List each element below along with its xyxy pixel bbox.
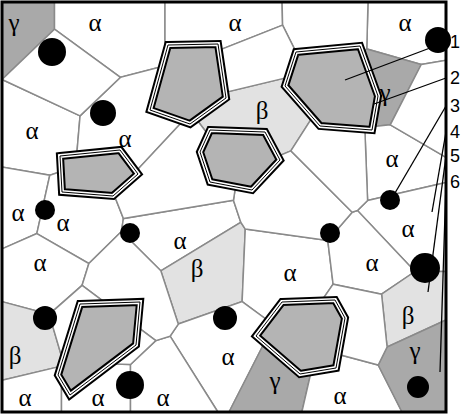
particle [285, 46, 378, 130]
phase-label: α [18, 385, 31, 410]
inclusion [320, 223, 340, 243]
callout-number: 6 [450, 173, 460, 191]
particle [150, 44, 226, 124]
leader-line [374, 78, 446, 104]
inclusion [213, 306, 237, 330]
grain [390, 60, 446, 157]
phase-label: α [333, 383, 346, 408]
phase-label: α [401, 216, 414, 241]
inclusion [407, 376, 429, 398]
callout-number: 1 [450, 33, 460, 51]
inclusion [38, 38, 66, 66]
leader-line [395, 106, 446, 193]
phase-label: α [118, 126, 131, 151]
callout-number: 2 [450, 69, 460, 87]
phase-label: β [402, 303, 415, 328]
phase-label: γ [409, 338, 420, 363]
phase-label: β [191, 256, 204, 281]
phase-label: α [156, 385, 169, 410]
leader-line [345, 42, 446, 80]
phase-label: β [256, 98, 269, 123]
phase-label: β [9, 343, 22, 368]
phase-label: α [88, 10, 101, 35]
inclusion [116, 371, 144, 399]
inclusion [410, 253, 440, 283]
phase-label: α [228, 10, 241, 35]
phase-label: α [173, 228, 186, 253]
inclusion [380, 190, 400, 210]
inclusion [33, 306, 57, 330]
phase-label: α [91, 385, 104, 410]
phase-label: γ [379, 80, 390, 105]
phase-label: α [283, 260, 296, 285]
phase-label: γ [269, 368, 280, 393]
leader-line [440, 182, 446, 372]
callout-number: 5 [450, 147, 460, 165]
inclusion [90, 100, 116, 126]
phase-label: γ [8, 10, 19, 35]
frame [2, 2, 446, 412]
phase-label: α [11, 200, 24, 225]
phase-label: α [385, 146, 398, 171]
phase-label: α [221, 344, 234, 369]
phase-label: α [33, 250, 46, 275]
grain [2, 366, 62, 412]
callout-number: 4 [450, 123, 460, 141]
phase-label: α [365, 250, 378, 275]
particle [200, 130, 280, 190]
phase-label: α [56, 210, 69, 235]
inclusion [120, 223, 140, 243]
phase-label: α [25, 118, 38, 143]
particle [60, 150, 138, 196]
phase-label: α [398, 10, 411, 35]
inclusion [35, 200, 55, 220]
grain [378, 320, 446, 412]
particle [256, 300, 345, 374]
callout-number: 3 [450, 97, 460, 115]
